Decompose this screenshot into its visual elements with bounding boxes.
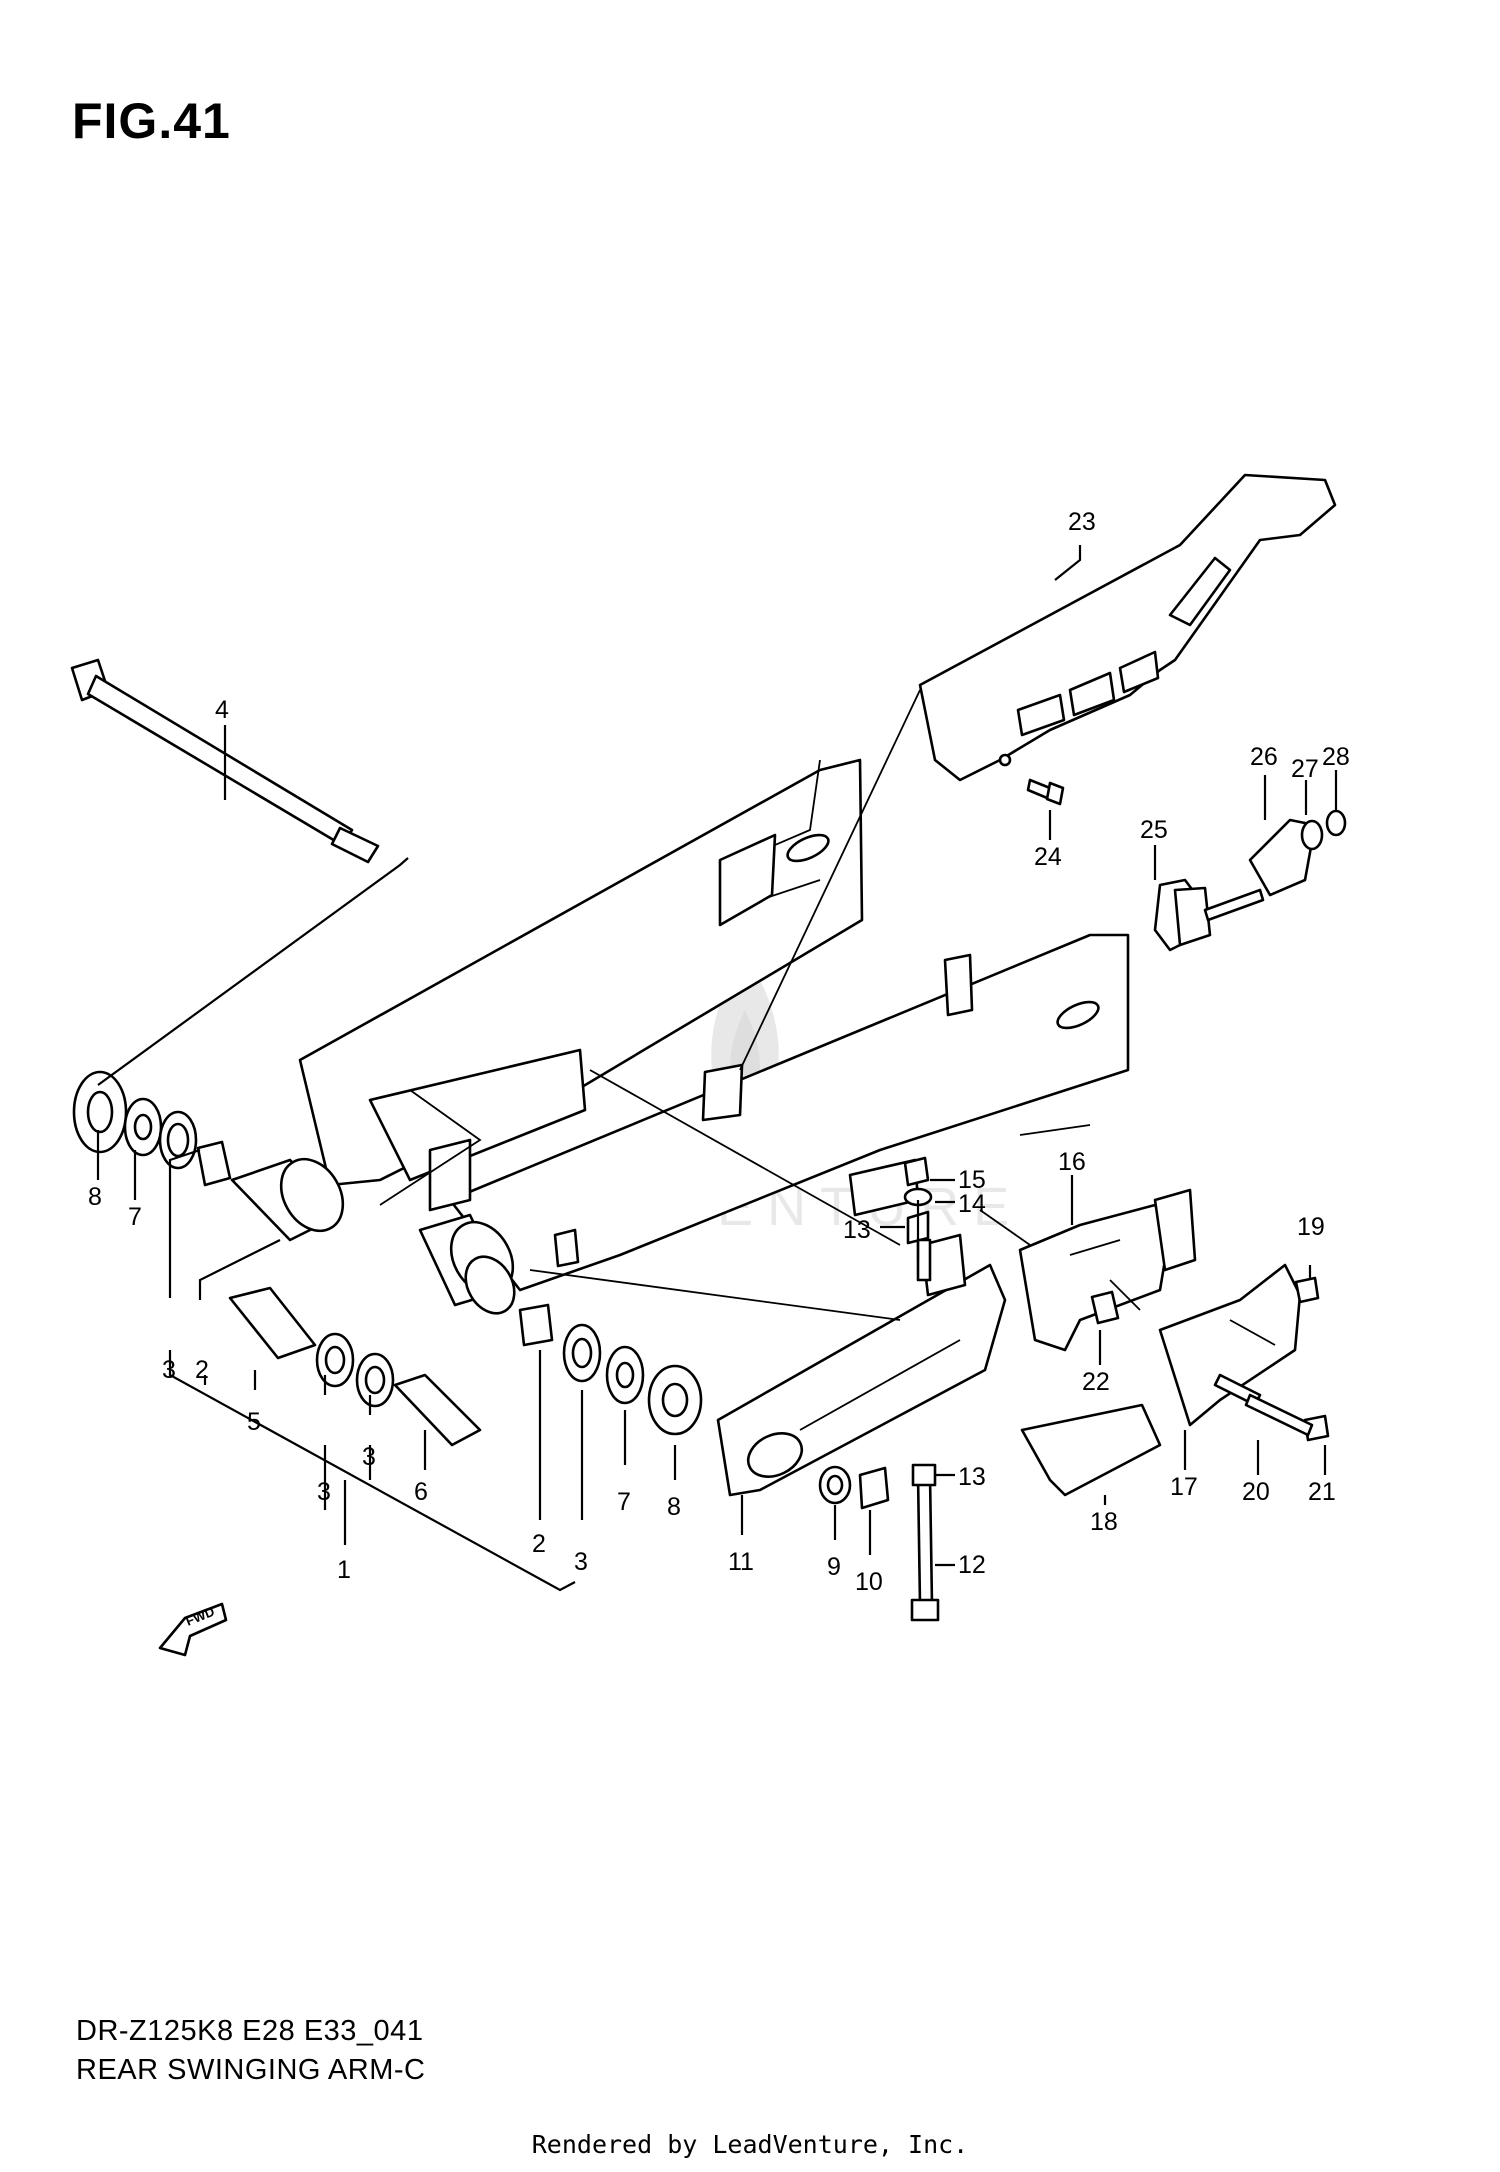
callout-23: 23	[1068, 508, 1096, 536]
part-1-swinging-arm	[230, 758, 1130, 1315]
callout-14: 14	[958, 1190, 986, 1218]
callout-5: 5	[247, 1408, 261, 1436]
callout-8a: 8	[88, 1183, 102, 1211]
model-code: DR-Z125K8 E28 E33_041	[76, 2015, 424, 2047]
leader-lines	[96, 545, 1338, 1592]
part-23-chain-guard	[918, 473, 1337, 782]
part-4-pivot-bolt	[70, 658, 380, 864]
callout-8b: 8	[667, 1493, 681, 1521]
callout-7b: 7	[617, 1488, 631, 1516]
left-bearing-stack	[72, 1070, 232, 1187]
part-18-block	[1020, 1403, 1162, 1497]
callout-7a: 7	[128, 1203, 142, 1231]
callout-10: 10	[855, 1568, 883, 1596]
callout-24: 24	[1034, 843, 1062, 871]
callout-22: 22	[1082, 1368, 1110, 1396]
callout-19: 19	[1297, 1213, 1325, 1241]
callout-21: 21	[1308, 1478, 1336, 1506]
callout-3b: 3	[317, 1478, 331, 1506]
footer-credit: Rendered by LeadVenture, Inc.	[531, 2130, 969, 2159]
part-16-bracket	[1018, 1188, 1197, 1352]
callout-18: 18	[1090, 1508, 1118, 1536]
parts-9-10	[818, 1465, 890, 1510]
right-bearing-stack	[518, 1303, 703, 1436]
callout-numbers: 4 8 7 3 2 5 3 3 6 1 2 3 7 8 11 9 10 12 1…	[88, 508, 1350, 1596]
callout-28: 28	[1322, 743, 1350, 771]
callout-25: 25	[1140, 816, 1168, 844]
callout-3a: 3	[162, 1356, 176, 1384]
diagram-name: REAR SWINGING ARM-C	[76, 2054, 426, 2086]
callout-13a: 13	[843, 1216, 871, 1244]
callout-13b: 13	[958, 1463, 986, 1491]
callout-2a: 2	[195, 1356, 209, 1384]
callout-20: 20	[1242, 1478, 1270, 1506]
part-12-bolt	[906, 1210, 940, 1622]
callout-17: 17	[1170, 1473, 1198, 1501]
callout-6: 6	[414, 1478, 428, 1506]
parts-19-20-21	[1213, 1276, 1330, 1442]
middle-bearing-stack	[228, 1286, 482, 1447]
callout-27: 27	[1291, 755, 1319, 783]
callout-11: 11	[728, 1548, 754, 1576]
part-11-chain-slider	[716, 1233, 1007, 1497]
callout-3d: 3	[574, 1548, 588, 1576]
callout-26: 26	[1250, 743, 1278, 771]
callout-12: 12	[958, 1551, 986, 1579]
callout-2b: 2	[532, 1530, 546, 1558]
parts-26-27-28	[1248, 809, 1347, 897]
part-22-pin	[1090, 1290, 1120, 1325]
callout-4: 4	[215, 696, 229, 724]
callout-3c: 3	[362, 1443, 376, 1471]
part-24-bolt	[1026, 778, 1065, 806]
part-25-adjuster	[1153, 878, 1265, 952]
callout-9: 9	[827, 1553, 841, 1581]
part-17-guard-plate	[1158, 1263, 1302, 1427]
fwd-arrow: FWD	[158, 1602, 228, 1657]
callout-15: 15	[958, 1166, 986, 1194]
callout-1: 1	[337, 1556, 351, 1584]
callout-16: 16	[1058, 1148, 1086, 1176]
parts-14-15	[903, 1156, 933, 1207]
figure-title: FIG.41	[72, 93, 231, 149]
